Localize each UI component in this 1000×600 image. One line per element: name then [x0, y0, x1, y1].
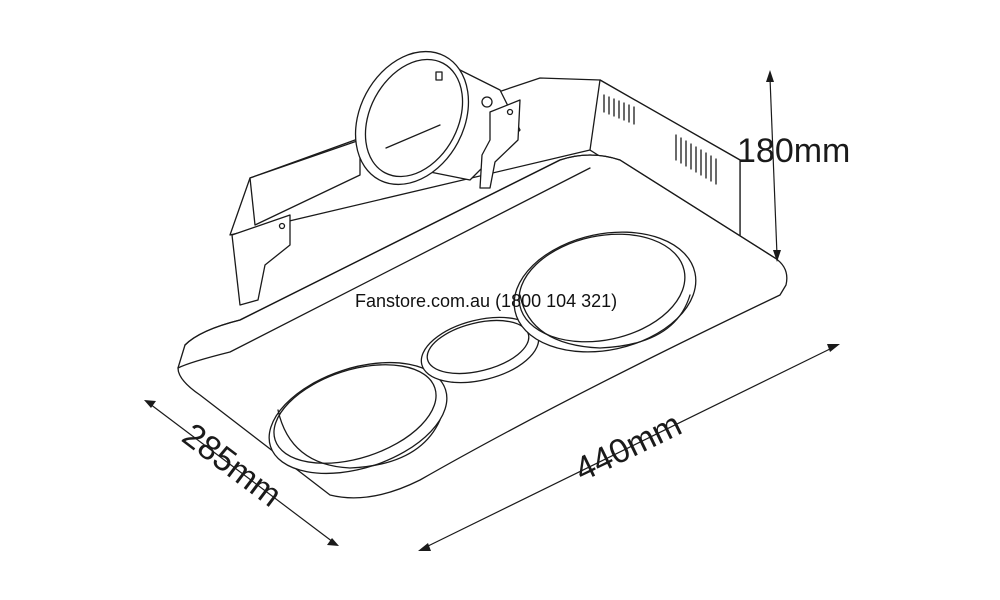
heater-drawing [177, 50, 788, 499]
dimension-width [418, 344, 840, 551]
bracket-left [231, 214, 291, 306]
fascia-top-edge [184, 154, 776, 346]
lamp-left [268, 361, 448, 475]
dimension-height-label: 180mm [737, 132, 850, 170]
housing-left-face [249, 139, 361, 226]
dimension-width-label: 440mm [569, 405, 688, 489]
vent-slots-upper [603, 94, 635, 125]
watermark-text: Fanstore.com.au (1800 104 321) [355, 291, 617, 311]
vent-slots-lower [675, 134, 717, 185]
lamp-right [513, 231, 697, 353]
dimension-depth [144, 400, 339, 546]
dimension-height [766, 70, 781, 262]
fascia-front-edge [177, 167, 591, 369]
bracket-right [479, 99, 521, 189]
